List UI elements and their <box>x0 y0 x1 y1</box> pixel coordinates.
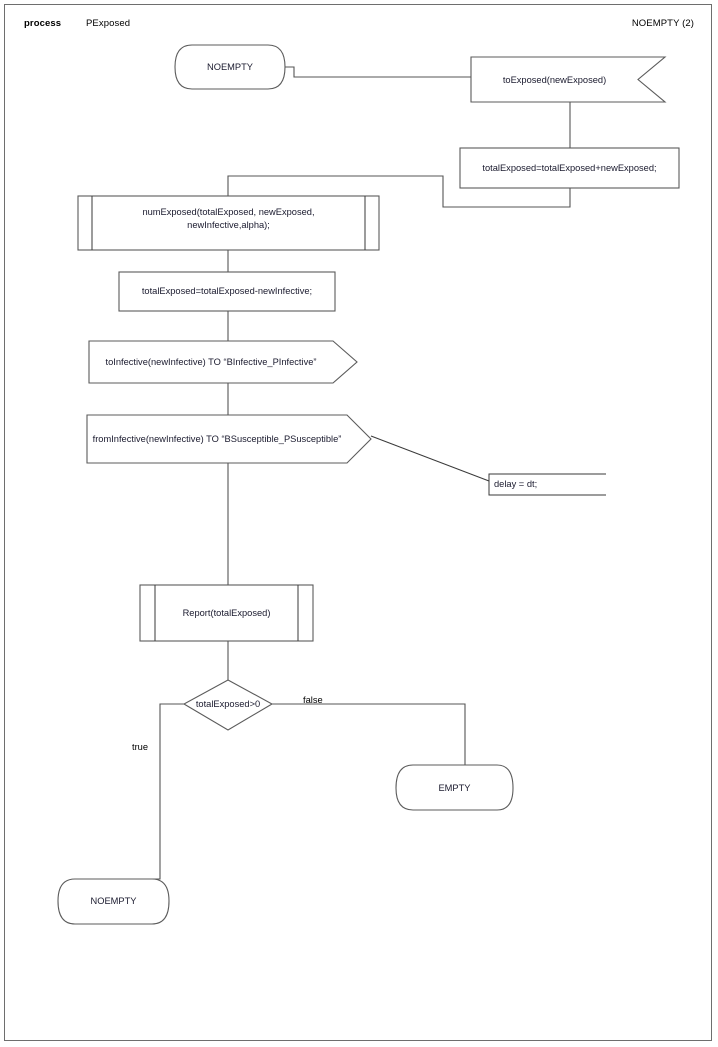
connector-add-to-numexposed <box>227 175 571 208</box>
node-delay-annotation-label: delay = dt; <box>494 479 538 489</box>
node-end-empty[interactable] <box>395 764 514 811</box>
node-delay-annotation[interactable] <box>488 473 606 496</box>
node-end-empty-label: EMPTY <box>438 783 471 793</box>
edge-label-true: true <box>132 742 149 752</box>
node-num-exposed-label-line1: numExposed(totalExposed, newExposed, <box>142 207 315 217</box>
connector-frominfective-to-delay <box>370 435 490 482</box>
node-total-exposed-add[interactable] <box>459 147 680 189</box>
node-decision-label: totalExposed>0 <box>195 699 261 709</box>
node-num-exposed[interactable] <box>77 195 380 251</box>
node-num-exposed-label-line2: newInfective,alpha); <box>187 220 270 230</box>
node-from-infective[interactable] <box>86 414 372 464</box>
node-from-infective-label: fromInfective(newInfective) TO “BSuscept… <box>92 434 342 444</box>
edge-label-false: false <box>303 695 323 705</box>
node-to-infective[interactable] <box>88 340 358 384</box>
header-state-badge: NOEMPTY (2) <box>631 18 694 29</box>
node-total-exposed-sub-label: totalExposed=totalExposed-newInfective; <box>141 286 313 296</box>
connector-start-to-toexposed <box>285 66 471 78</box>
connector-decision-false-to-empty <box>272 703 466 765</box>
node-report-label: Report(totalExposed) <box>182 608 271 618</box>
node-to-exposed-label: toExposed(newExposed) <box>502 75 607 85</box>
connector-decision-true-to-noempty <box>113 703 184 880</box>
header-keyword: process <box>24 18 62 29</box>
node-decision[interactable] <box>182 679 274 731</box>
node-total-exposed-sub[interactable] <box>118 271 336 312</box>
node-end-noempty[interactable] <box>57 878 170 925</box>
node-to-infective-label: toInfective(newInfective) TO “BInfective… <box>105 357 317 367</box>
node-to-exposed[interactable] <box>470 56 667 103</box>
node-report[interactable] <box>139 584 314 642</box>
node-start-noempty-label: NOEMPTY <box>207 62 253 72</box>
node-total-exposed-add-label: totalExposed=totalExposed+newExposed; <box>482 163 657 173</box>
header-process-name: PExposed <box>86 18 131 29</box>
page-border-frame <box>4 4 712 1041</box>
node-start-noempty[interactable] <box>174 44 286 90</box>
node-end-noempty-label: NOEMPTY <box>90 896 137 906</box>
